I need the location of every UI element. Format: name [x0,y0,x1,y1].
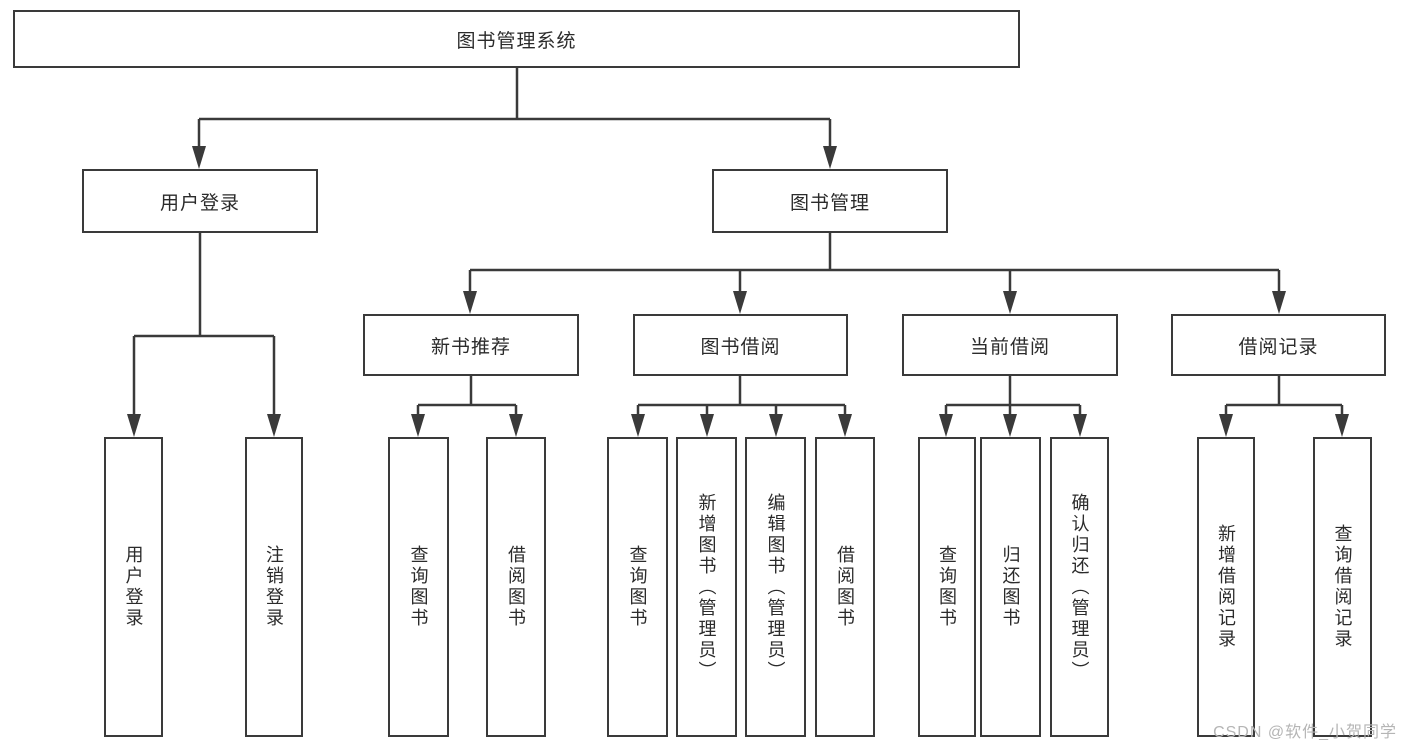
arrow-down-icon [823,146,837,169]
leaf-add-borrow-record: 新增借阅记录 [1197,437,1255,737]
node-current-borrowing: 当前借阅 [902,314,1118,376]
node-library-management-system: 图书管理系统 [13,10,1020,68]
csdn-watermark: CSDN @软件_小贺同学 [1213,724,1397,741]
arrow-down-icon [411,414,425,437]
leaf-return-books: 归还图书 [980,437,1041,737]
leaf-logout: 注销登录 [245,437,303,737]
arrow-down-icon [769,414,783,437]
node-book-borrowing: 图书借阅 [633,314,848,376]
arrow-down-icon [1003,291,1017,314]
arrow-down-icon [1219,414,1233,437]
arrow-down-icon [700,414,714,437]
leaf-borrow-books: 借阅图书 [815,437,875,737]
arrow-down-icon [1073,414,1087,437]
node-book-management: 图书管理 [712,169,948,233]
connector-lines [132,68,1344,419]
node-new-book-recommendation: 新书推荐 [363,314,579,376]
leaf-query-books-borrow: 查询图书 [607,437,668,737]
leaf-edit-books-admin: 编辑图书（管理员） [745,437,806,737]
leaf-add-books-admin: 新增图书（管理员） [676,437,737,737]
arrow-down-icon [939,414,953,437]
arrow-down-icon [631,414,645,437]
arrow-down-icon [509,414,523,437]
arrow-down-icon [192,146,206,169]
arrow-down-icon [838,414,852,437]
arrow-down-icon [267,414,281,437]
arrow-down-icon [127,414,141,437]
arrow-down-icon [463,291,477,314]
leaf-confirm-return-admin: 确认归还（管理员） [1050,437,1109,737]
node-user-login: 用户登录 [82,169,318,233]
arrow-down-icon [1003,414,1017,437]
node-borrowing-records: 借阅记录 [1171,314,1386,376]
arrow-down-icon [1335,414,1349,437]
arrow-down-icon [733,291,747,314]
leaf-query-books-recommend: 查询图书 [388,437,449,737]
leaf-query-borrow-record: 查询借阅记录 [1313,437,1372,737]
arrow-down-icon [1272,291,1286,314]
leaf-user-login: 用户登录 [104,437,163,737]
leaf-borrow-books-recommend: 借阅图书 [486,437,546,737]
leaf-query-books-current: 查询图书 [918,437,976,737]
